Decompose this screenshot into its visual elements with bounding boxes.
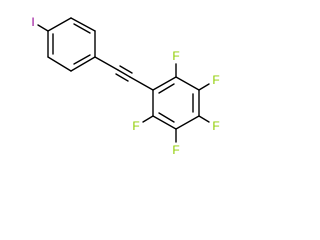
fluorine-atom-label-left: F bbox=[132, 119, 139, 133]
fluorine-atom-label-top: F bbox=[172, 49, 179, 63]
molecule-structure: I F F F F F bbox=[31, 15, 219, 157]
pentafluorophenyl-ring bbox=[152, 76, 200, 130]
iodophenyl-ring bbox=[47, 17, 96, 72]
fluorine-atom-label-upper-right: F bbox=[212, 73, 219, 87]
iodine-atom-label: I bbox=[31, 15, 34, 29]
alkyne-linker bbox=[94, 56, 154, 91]
fluorine-atom-label-lower-right: F bbox=[212, 119, 219, 133]
fluorine-bonds bbox=[142, 63, 210, 143]
fluorine-atom-label-bottom: F bbox=[172, 143, 179, 157]
iodine-bond bbox=[37, 24, 49, 32]
